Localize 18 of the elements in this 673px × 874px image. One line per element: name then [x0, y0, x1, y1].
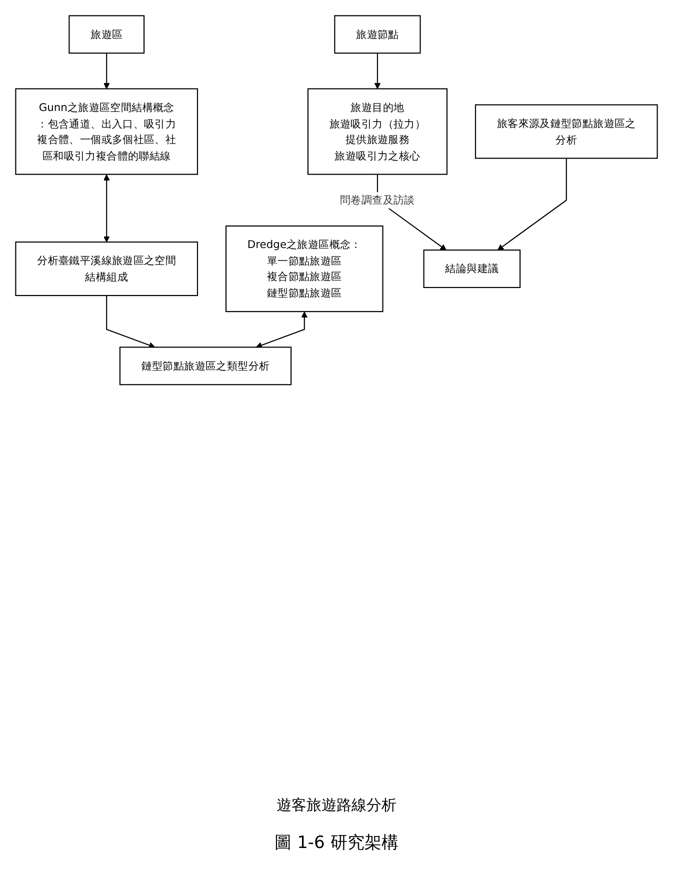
node-box: Dredge之旅遊區概念： 單一節點旅遊區 複合節點旅遊區 鏈型節點旅遊區	[225, 225, 384, 312]
node-box: 旅遊目的地 旅遊吸引力（拉力） 提供旅遊服務 旅遊吸引力之核心	[307, 88, 448, 175]
node-box: 旅遊節點	[334, 15, 421, 54]
arrow	[256, 312, 308, 348]
note-text: 遊客旅遊路線分析	[276, 796, 396, 815]
node-box: 旅遊區	[68, 15, 145, 54]
node-box: 鏈型節點旅遊區之類型分析	[119, 346, 292, 386]
caption-text: 圖 1-6 研究架構	[274, 832, 398, 854]
arrow	[103, 53, 110, 90]
arrow	[497, 158, 567, 250]
arrow	[374, 53, 381, 90]
node-box: 旅客來源及鏈型節點旅遊區之分析	[474, 104, 658, 159]
arrow	[106, 296, 156, 348]
node-box: Gunn之旅遊區空間結構概念：包含通道、出入口、吸引力複合體、一個或多個社區、社區和吸引力複合體的聯結線	[15, 88, 198, 175]
edge-label: 問卷調查及訪談	[340, 194, 415, 206]
node-box: 分析臺鐵平溪線旅遊區之空間結構組成	[15, 242, 198, 296]
arrow	[103, 174, 110, 242]
node-box: 結論與建議	[423, 250, 521, 288]
